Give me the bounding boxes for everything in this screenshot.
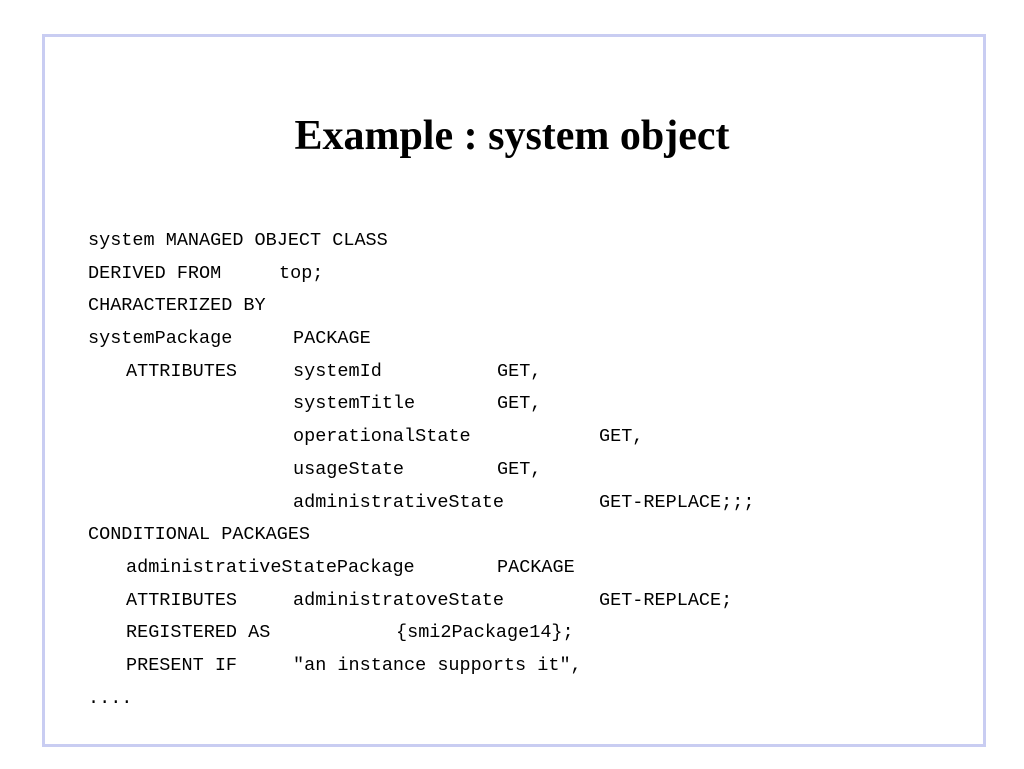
code-text: "an instance supports it", [293,654,582,676]
code-text: GET, [497,360,542,382]
code-line: PRESENT IF "an instance supports it", [88,652,582,685]
code-text: PACKAGE [497,556,575,578]
code-text: GET, [497,393,542,415]
code-text: ATTRIBUTES [126,360,238,382]
code-text: {smi2Package14}; [396,622,574,644]
code-text: GET, [497,458,542,480]
code-line: systemPackage PACKAGE [88,325,371,358]
code-text: GET-REPLACE; [599,589,733,611]
code-text: operationalState [293,426,471,448]
code-line: ATTRIBUTES systemId GET, [88,358,541,391]
code-line: administrativeState GET-REPLACE;;; [88,489,754,522]
code-text: CONDITIONAL PACKAGES [88,524,311,546]
code-text: administrativeState [293,491,504,513]
code-text: REGISTERED AS [126,622,271,644]
code-text: systemTitle [293,393,416,415]
code-line: systemTitle GET, [88,390,541,423]
code-text: systemId [293,360,382,382]
code-line: .... [88,685,132,718]
code-text: usageState [293,458,405,480]
code-text: administrativeStatePackage [126,556,415,578]
code-line: CONDITIONAL PACKAGES [88,521,310,554]
code-text: system MANAGED OBJECT CLASS [88,230,388,251]
code-text: DERIVED FROM [88,262,222,284]
code-line: CHARACTERIZED BY [88,292,266,325]
code-text: .... [88,687,133,709]
code-text: CHARACTERIZED BY [88,295,266,317]
code-block: system MANAGED OBJECT CLASS DERIVED FROM… [88,227,754,718]
code-text: PRESENT IF [126,654,238,676]
code-line: administrativeStatePackage PACKAGE [88,554,575,587]
code-line: operationalState GET, [88,423,643,456]
code-line: system MANAGED OBJECT CLASS [88,227,388,260]
code-line: REGISTERED AS {smi2Package14}; [88,619,574,652]
code-line: ATTRIBUTES administratoveState GET-REPLA… [88,587,732,620]
code-text: GET-REPLACE;;; [599,491,755,513]
code-text: systemPackage [88,328,233,350]
slide-frame [42,34,986,747]
code-text: administratoveState [293,589,504,611]
code-line: usageState GET, [88,456,541,489]
slide-title: Example : system object [294,113,730,159]
code-line: DERIVED FROM top; [88,260,323,293]
code-text: ATTRIBUTES [126,589,238,611]
code-text: top; [279,262,324,284]
code-text: GET, [599,426,644,448]
code-text: PACKAGE [293,328,371,350]
